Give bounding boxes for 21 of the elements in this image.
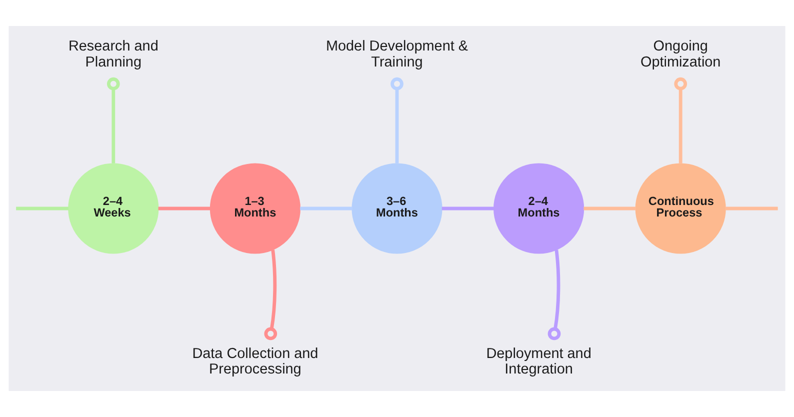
node-circle: 3–6 Months [352, 163, 442, 254]
connector [726, 206, 778, 210]
node-text: Research and Planning [68, 38, 158, 70]
connector [106, 77, 120, 164]
node-circle: Continuous Process [635, 163, 726, 254]
connector [158, 206, 211, 210]
node-text: Data Collection and Preprocessing [192, 346, 318, 378]
connector [548, 250, 561, 340]
connector [390, 77, 404, 164]
connector [584, 206, 636, 210]
node-text: Ongoing Optimization [640, 38, 721, 70]
connector [300, 206, 352, 210]
connector [442, 206, 494, 210]
node-circle: 1–3 Months [210, 163, 300, 254]
node-text: Model Development & Training [326, 38, 468, 70]
node-circle: 2–4 Weeks [68, 163, 159, 254]
connector [674, 77, 688, 164]
connector [264, 250, 278, 340]
node-circle: 2–4 Months [494, 163, 584, 254]
node-text: Deployment and Integration [486, 346, 592, 378]
connector [16, 206, 69, 210]
